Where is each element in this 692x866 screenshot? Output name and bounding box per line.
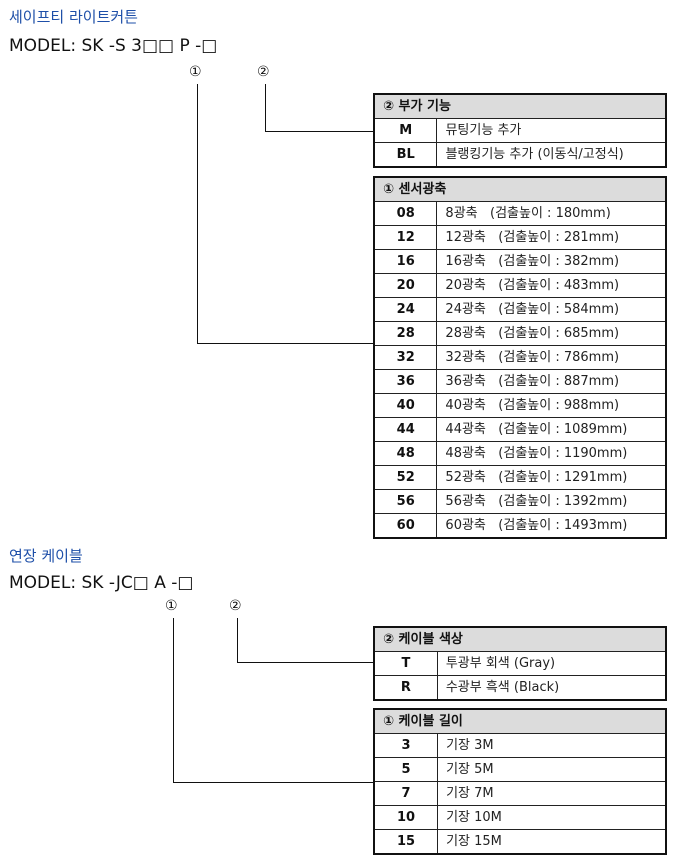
beam-code: 08 bbox=[373, 201, 438, 226]
beam-desc: 60광축 (검출높이 : 1493mm) bbox=[436, 513, 667, 539]
option-table: ② 부가 기능 M 뮤팅기능 추가 BL 블랭킹기능 추가 (이동식/고정식) bbox=[373, 93, 667, 168]
beams-table-header: ① 센서광축 bbox=[373, 176, 667, 202]
connector-line-1-horizontal bbox=[173, 782, 374, 783]
section1-marker-2: ② bbox=[257, 64, 270, 80]
cable-length-table-header: ① 케이블 길이 bbox=[373, 708, 667, 734]
beam-desc: 32광축 (검출높이 : 786mm) bbox=[436, 345, 667, 370]
length-desc: 기장 5M bbox=[437, 757, 667, 782]
section1-model-code: MODEL: SK -S 3□□ P -□ bbox=[9, 36, 218, 56]
length-desc: 기장 10M bbox=[437, 805, 667, 830]
option-code: BL bbox=[373, 142, 438, 168]
beam-code: 48 bbox=[373, 441, 438, 466]
beam-desc: 48광축 (검출높이 : 1190mm) bbox=[436, 441, 667, 466]
section2-marker-1: ① bbox=[165, 598, 178, 614]
beam-code: 36 bbox=[373, 369, 438, 394]
beam-desc: 16광축 (검출높이 : 382mm) bbox=[436, 249, 667, 274]
length-desc: 기장 7M bbox=[437, 781, 667, 806]
section2-model-code: MODEL: SK -JC□ A -□ bbox=[9, 573, 194, 593]
color-desc: 수광부 흑색 (Black) bbox=[436, 675, 667, 701]
connector-line-1-horizontal bbox=[197, 343, 374, 344]
section1-title: 세이프티 라이트커튼 bbox=[9, 8, 138, 26]
color-code: R bbox=[373, 675, 438, 701]
connector-line-2-horizontal bbox=[237, 662, 374, 663]
beam-desc: 40광축 (검출높이 : 988mm) bbox=[436, 393, 667, 418]
cable-color-table-header: ② 케이블 색상 bbox=[373, 626, 667, 652]
length-desc: 기장 15M bbox=[437, 829, 667, 855]
length-code: 7 bbox=[373, 781, 439, 806]
beam-desc: 28광축 (검출높이 : 685mm) bbox=[436, 321, 667, 346]
beam-desc: 36광축 (검출높이 : 887mm) bbox=[436, 369, 667, 394]
connector-line-2-horizontal bbox=[265, 131, 374, 132]
beam-code: 40 bbox=[373, 393, 438, 418]
beam-desc: 44광축 (검출높이 : 1089mm) bbox=[436, 417, 667, 442]
beam-code: 32 bbox=[373, 345, 438, 370]
connector-line-1-vertical bbox=[197, 84, 198, 344]
length-code: 15 bbox=[373, 829, 439, 855]
length-code: 3 bbox=[373, 733, 439, 758]
beam-code: 56 bbox=[373, 489, 438, 514]
length-code: 5 bbox=[373, 757, 439, 782]
beam-code: 52 bbox=[373, 465, 438, 490]
option-desc: 뮤팅기능 추가 bbox=[436, 118, 667, 143]
beam-desc: 56광축 (검출높이 : 1392mm) bbox=[436, 489, 667, 514]
color-desc: 투광부 회색 (Gray) bbox=[436, 651, 667, 676]
beam-desc: 20광축 (검출높이 : 483mm) bbox=[436, 273, 667, 298]
connector-line-2-vertical bbox=[265, 84, 266, 132]
beam-desc: 24광축 (검출높이 : 584mm) bbox=[436, 297, 667, 322]
beam-code: 16 bbox=[373, 249, 438, 274]
option-table-header: ② 부가 기능 bbox=[373, 93, 667, 119]
option-desc: 블랭킹기능 추가 (이동식/고정식) bbox=[436, 142, 667, 168]
length-code: 10 bbox=[373, 805, 439, 830]
connector-line-2-vertical bbox=[237, 618, 238, 663]
length-desc: 기장 3M bbox=[437, 733, 667, 758]
beam-desc: 52광축 (검출높이 : 1291mm) bbox=[436, 465, 667, 490]
beam-code: 12 bbox=[373, 225, 438, 250]
beam-desc: 12광축 (검출높이 : 281mm) bbox=[436, 225, 667, 250]
section1-marker-1: ① bbox=[189, 64, 202, 80]
table-row: BL 블랭킹기능 추가 (이동식/고정식) bbox=[373, 142, 667, 168]
beam-desc: 8광축 (검출높이 : 180mm) bbox=[436, 201, 667, 226]
beam-code: 44 bbox=[373, 417, 438, 442]
beam-code: 24 bbox=[373, 297, 438, 322]
section2-marker-2: ② bbox=[229, 598, 242, 614]
section2-title: 연장 케이블 bbox=[9, 547, 83, 565]
beam-code: 60 bbox=[373, 513, 438, 539]
option-code: M bbox=[373, 118, 438, 143]
connector-line-1-vertical bbox=[173, 618, 174, 783]
color-code: T bbox=[373, 651, 438, 676]
table-row: M 뮤팅기능 추가 bbox=[373, 118, 667, 143]
beam-code: 20 bbox=[373, 273, 438, 298]
beam-code: 28 bbox=[373, 321, 438, 346]
